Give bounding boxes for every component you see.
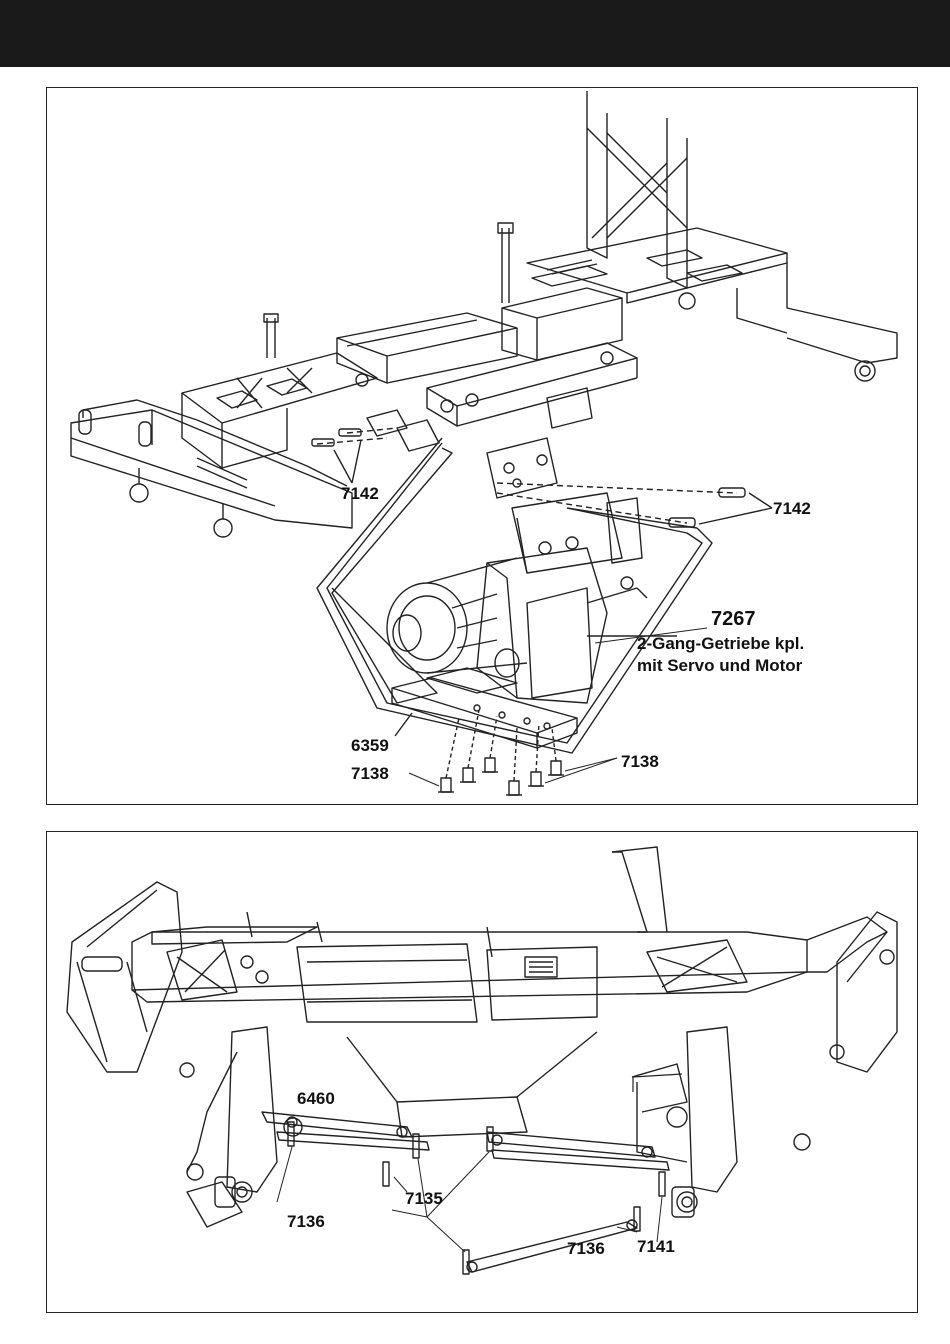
central-chassis-drawing: [337, 223, 637, 426]
part-7267-description-line-1: 2-Gang-Getriebe kpl.: [637, 633, 804, 655]
transmission-assembly-drawing: [47, 88, 919, 806]
screws-drawing: [277, 1074, 682, 1274]
assembly-panel-transmission: 7142 7142 7267 2-Gang-Getriebe kpl. mit …: [46, 87, 918, 805]
front-plate-and-bumper-drawing: [71, 314, 377, 537]
chassis-links-assembly-drawing: [47, 832, 919, 1314]
part-number-7142-right: 7142: [773, 499, 811, 519]
part-number-6460: 6460: [297, 1089, 335, 1109]
header-bar: [0, 0, 950, 67]
part-number-7138-left: 7138: [351, 764, 389, 784]
part-number-7141: 7141: [637, 1237, 675, 1257]
screw-7142-parts: [312, 429, 772, 527]
part-number-7136-right: 7136: [567, 1239, 605, 1259]
part-number-7138-right: 7138: [621, 752, 659, 772]
gearbox-mount-drawing: [367, 388, 592, 498]
part-7267-description: 2-Gang-Getriebe kpl. mit Servo und Motor: [637, 633, 804, 677]
screw-7142-drawing: [317, 428, 737, 523]
part-number-7136-left: 7136: [287, 1212, 325, 1232]
suspension-links-drawing: [262, 1032, 669, 1272]
front-bumper-drawing: [67, 882, 203, 1180]
part-number-6359: 6359: [351, 736, 389, 756]
chassis-masts-drawing: [247, 847, 667, 957]
assembly-panel-links: 6460 7135 7136 7136 7141: [46, 831, 918, 1313]
rear-axle-drawing: [632, 1027, 737, 1217]
skid-plate-drawing: [392, 668, 577, 748]
rear-frame-drawing: [527, 91, 897, 381]
part-number-7267: 7267: [711, 608, 756, 631]
rear-bumper-drawing: [794, 912, 897, 1150]
front-axle-drawing: [187, 1027, 277, 1227]
part-number-7135: 7135: [405, 1189, 443, 1209]
chassis-plate-drawing: [132, 917, 887, 1022]
part-number-7142-left: 7142: [341, 484, 379, 504]
gearbox-motor-drawing: [387, 493, 677, 703]
part-7267-description-line-2: mit Servo und Motor: [637, 655, 804, 677]
